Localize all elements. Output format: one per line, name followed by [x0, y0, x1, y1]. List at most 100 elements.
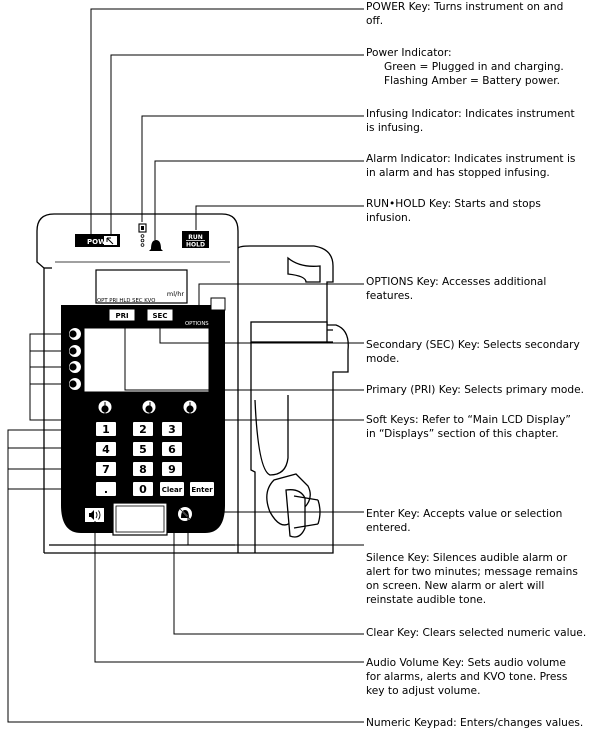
lcd-unit-label: ml/hr: [167, 290, 184, 298]
numeric-keypad-callout-line: Numeric Keypad: Enters/changes values.: [366, 717, 584, 729]
pump-door: [237, 245, 349, 554]
pri-key-label: PRI: [115, 312, 128, 320]
alarm-indicator-callout-line: in alarm and has stopped infusing.: [366, 167, 550, 179]
power-indicator-callout-line: Power Indicator:: [366, 46, 590, 60]
keypad-key-7[interactable]: [96, 462, 116, 476]
soft-keys-callout-line: in “Displays” section of this chapter.: [366, 428, 559, 440]
silence-key-callout-line: alert for two minutes; message remains: [366, 566, 578, 578]
sec-key-label: SEC: [153, 312, 168, 320]
options-key-label[interactable]: OPTIONS: [185, 321, 209, 327]
options-key-callout-line: OPTIONS Key: Accesses additional: [366, 276, 547, 288]
enter-key-callout-line: entered.: [366, 522, 411, 534]
soft-keys-callout-title: Soft Keys:: [366, 414, 419, 426]
keypad-key-label: 1: [102, 423, 110, 436]
keypad-key-6[interactable]: [162, 442, 182, 456]
run-hold-key[interactable]: [182, 231, 209, 248]
keypad-key-3[interactable]: [162, 422, 182, 436]
primary-key-callout-title: Primary (PRI) Key:: [366, 384, 461, 396]
power-plug-icon: [104, 236, 117, 245]
power-key-callout: POWER Key: Turns instrument on and off.: [366, 0, 590, 28]
keypad-key-1[interactable]: [96, 422, 116, 436]
keypad-key-label: .: [104, 483, 108, 496]
audio-volume-key[interactable]: [85, 508, 104, 522]
lcd-status-row: OPT PRI HLD SEC KVO: [97, 298, 155, 304]
silence-key-callout-line: on screen. New alarm or alert will: [366, 580, 545, 592]
keypad-key-5[interactable]: [133, 442, 153, 456]
power-key-callout-title: POWER Key:: [366, 1, 431, 13]
audio-volume-key-callout-line: for alarms, alerts and KVO tone. Press: [366, 671, 568, 683]
keypad-key-9[interactable]: [162, 462, 182, 476]
callout-leaders: [7, 8, 364, 723]
infusing-indicator-callout-line: Infusing Indicator: Indicates instrument: [366, 108, 575, 120]
keypad-key-label: 9: [168, 463, 176, 476]
clear-key-callout-line: Clear Key: Clears selected numeric value…: [366, 627, 587, 639]
keypad-key-8[interactable]: [133, 462, 153, 476]
options-key-callout: OPTIONS Key: Accesses additional features…: [366, 275, 590, 303]
power-key-callout-line: off.: [366, 15, 384, 27]
clear-key-callout: Clear Key: Clears selected numeric value…: [366, 626, 590, 640]
keypad-key-label: 6: [168, 443, 176, 456]
speaker-icon: [89, 510, 94, 520]
keypad-key-decimal[interactable]: [96, 482, 116, 496]
power-key-group: POWER: [75, 234, 120, 247]
run-hold-key-callout-line: infusion.: [366, 212, 412, 224]
alarm-indicator-callout-title: Alarm Indicator:: [366, 153, 451, 165]
pri-key[interactable]: [108, 308, 136, 322]
power-indicator-callout-title: Power Indicator:: [366, 47, 452, 59]
silence-key-callout-line: reinstate audible tone.: [366, 594, 487, 606]
secondary-key-callout-title: Secondary (SEC) Key:: [366, 339, 480, 351]
alarm-bell-icon: [149, 240, 163, 251]
audio-volume-key-callout: Audio Volume Key: Sets audio volume for a…: [366, 656, 590, 698]
keypad-key-label: 0: [139, 483, 147, 496]
numeric-keypad-callout-title: Numeric Keypad:: [366, 717, 457, 729]
audio-volume-key-callout-title: Audio Volume Key:: [366, 657, 465, 669]
hold-key-label: HOLD: [186, 242, 205, 249]
infusing-indicator-callout: Infusing Indicator: Indicates instrument…: [366, 107, 590, 135]
keypad-key-label: Enter: [191, 486, 213, 494]
soft-keys-callout-line: Soft Keys: Refer to “Main LCD Display”: [366, 414, 571, 426]
keypad-key-label: 5: [139, 443, 147, 456]
keypad-key-2[interactable]: [133, 422, 153, 436]
keypad-key-label: 4: [102, 443, 110, 456]
main-lcd: ml/hr OPT PRI HLD SEC KVO: [95, 269, 188, 304]
power-key-label: POWER: [87, 238, 117, 246]
bottom-controls: [85, 502, 192, 536]
power-indicator-callout: Power Indicator: Green = Plugged in and c…: [366, 46, 590, 88]
infusing-indicator-callout-line: is infusing.: [366, 122, 424, 134]
audio-volume-key-callout-line: Audio Volume Key: Sets audio volume: [366, 657, 566, 669]
keypad-key-4[interactable]: [96, 442, 116, 456]
primary-key-callout: Primary (PRI) Key: Selects primary mode.: [366, 383, 590, 397]
options-key-callout-line: features.: [366, 290, 414, 302]
enter-key-callout-title: Enter Key:: [366, 508, 420, 520]
power-key-callout-line: POWER Key: Turns instrument on and: [366, 1, 564, 13]
keypad-key-label: 7: [102, 463, 110, 476]
indicator-lights: [138, 223, 163, 251]
keypad-key-clear[interactable]: [160, 482, 184, 496]
run-hold-key-callout-title: RUN•HOLD Key:: [366, 198, 452, 210]
keypad-key-label: Clear: [162, 486, 183, 494]
keypad-key-label: 8: [139, 463, 147, 476]
run-hold-key-group: RUN HOLD: [182, 231, 209, 249]
infusing-indicator-callout-title: Infusing Indicator:: [366, 108, 462, 120]
alarm-indicator-callout: Alarm Indicator: Indicates instrument is…: [366, 152, 590, 180]
keypad-key-0[interactable]: [133, 482, 153, 496]
infusing-indicator: [140, 234, 145, 238]
alarm-indicator-callout-line: Alarm Indicator: Indicates instrument is: [366, 153, 576, 165]
keypad-key-label: 2: [139, 423, 147, 436]
keypad-key-enter[interactable]: [190, 482, 214, 496]
mode-keys: PRI SEC OPTIONS: [108, 308, 209, 327]
primary-key-callout-line: Primary (PRI) Key: Selects primary mode.: [366, 384, 585, 396]
audio-volume-key-callout-line: key to adjust volume.: [366, 685, 481, 697]
clear-key-callout-title: Clear Key:: [366, 627, 420, 639]
power-indicator-callout-detail: Green = Plugged in and charging.: [384, 61, 564, 73]
power-indicator-callout-detail: Flashing Amber = Battery power.: [384, 75, 561, 87]
options-key-callout-title: OPTIONS Key:: [366, 276, 439, 288]
secondary-key-callout-line: mode.: [366, 353, 400, 365]
run-key-label: RUN: [188, 234, 203, 241]
